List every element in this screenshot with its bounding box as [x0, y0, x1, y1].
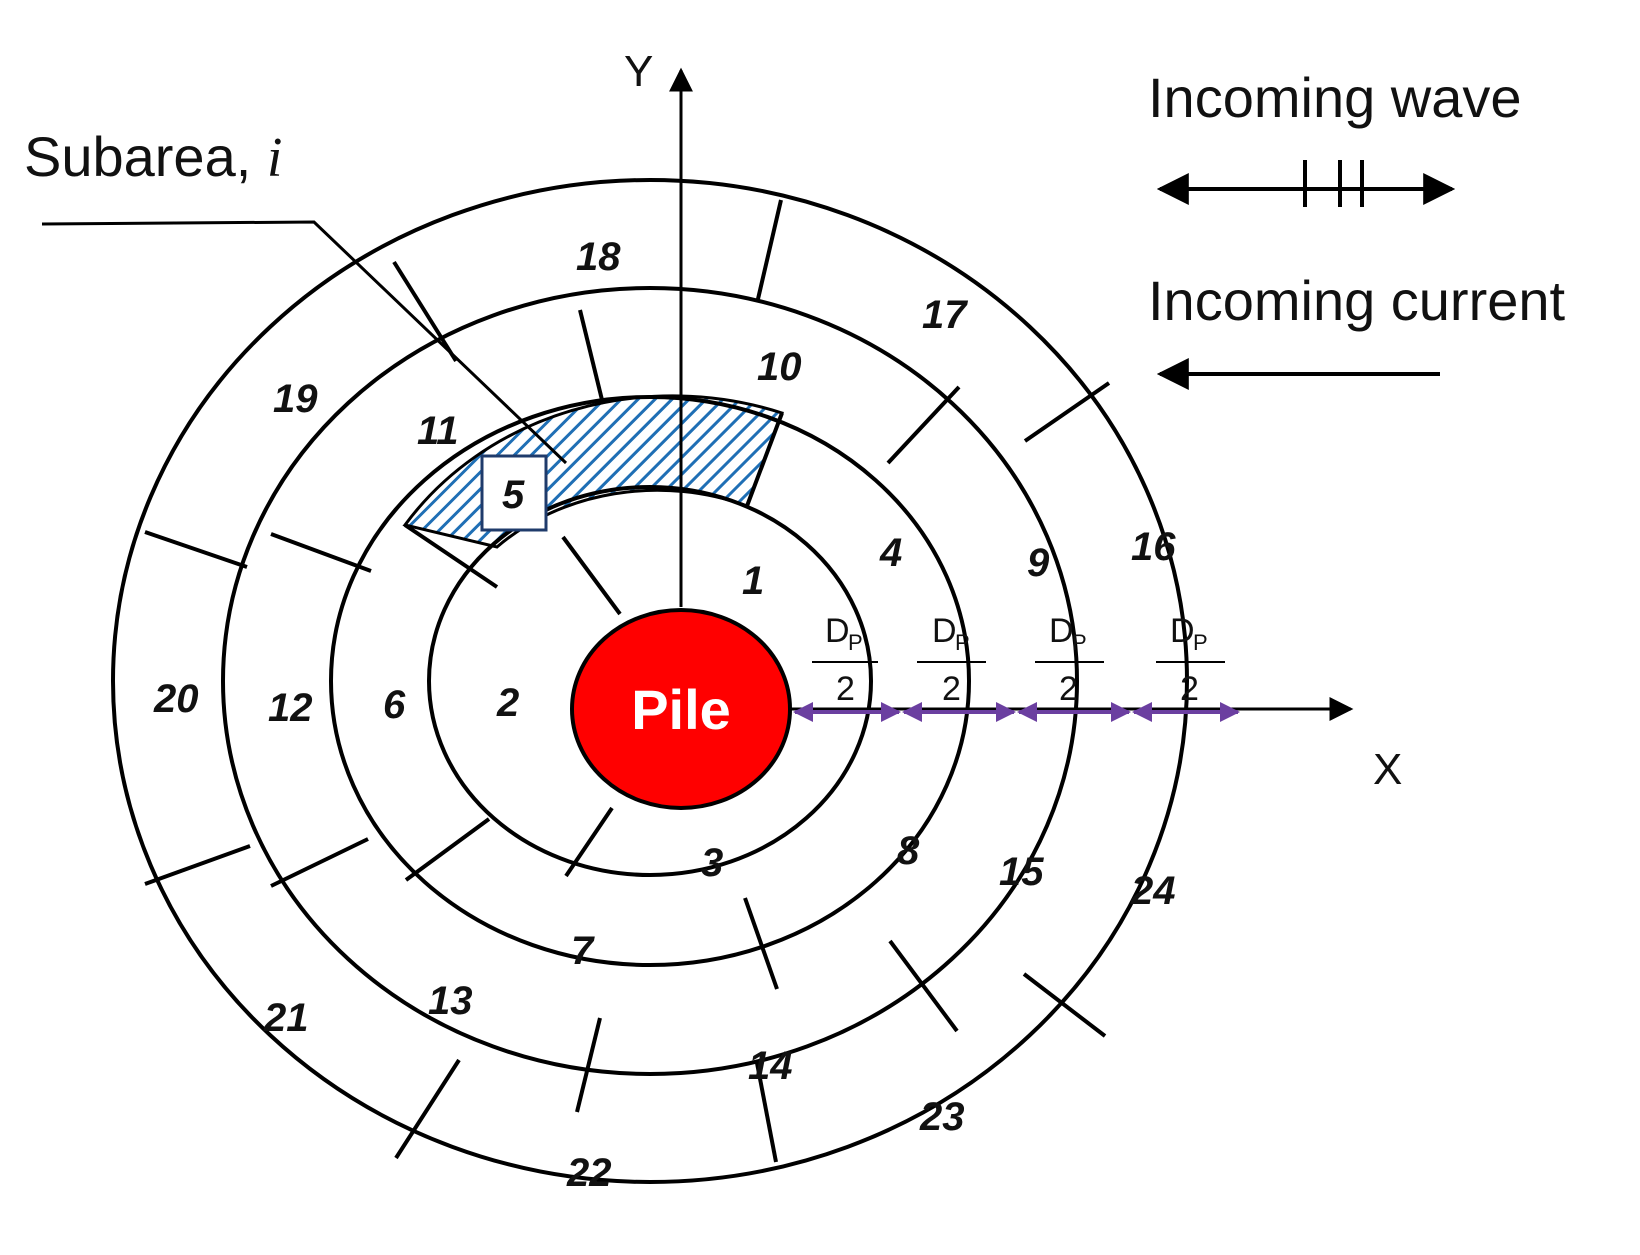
ring-3-outline [221, 286, 1079, 1076]
svg-text:D: D [1170, 612, 1195, 650]
pile-circle [570, 608, 792, 810]
subarea-label-20: 20 [153, 677, 199, 721]
ring-4-outline [111, 178, 1189, 1184]
dimension-label-2: D P 2 [917, 612, 986, 708]
subarea-label-21: 21 [263, 996, 309, 1040]
subarea-callout-label: Subarea, i [24, 125, 282, 189]
svg-text:P: P [955, 630, 970, 655]
subarea-label-7: 7 [571, 929, 595, 973]
incoming-current-label: Incoming current [1148, 269, 1566, 332]
svg-text:2: 2 [1180, 670, 1199, 708]
subarea-label-9: 9 [1027, 541, 1050, 585]
dimension-label-1: D P 2 [812, 612, 878, 708]
pile-label: Pile [631, 678, 731, 741]
incoming-wave-label: Incoming wave [1148, 66, 1522, 129]
subarea-label-15: 15 [999, 850, 1044, 894]
svg-text:D: D [932, 612, 957, 650]
ring-2-outline [329, 395, 971, 967]
subarea-5-hatched [402, 394, 784, 549]
svg-text:2: 2 [1059, 670, 1078, 708]
x-axis-label: X [1373, 745, 1402, 794]
svg-text:P: P [1072, 630, 1087, 655]
svg-text:D: D [1049, 612, 1074, 650]
ring-4-dividers [144, 199, 1111, 1163]
subarea-label-14: 14 [748, 1044, 793, 1088]
ring-2-dividers [403, 412, 784, 990]
subarea-callout-leader [41, 220, 568, 465]
subarea-label-1: 1 [742, 559, 764, 603]
subarea-label-11: 11 [417, 409, 459, 453]
subarea-label-10: 10 [757, 345, 802, 389]
ring-1-dividers [561, 535, 622, 878]
svg-text:P: P [1193, 630, 1208, 655]
subarea-label-22: 22 [566, 1151, 612, 1195]
subarea-label-13: 13 [428, 979, 473, 1023]
svg-text:2: 2 [942, 670, 961, 708]
subarea-label-18: 18 [576, 235, 621, 279]
subarea-label-24: 24 [1130, 869, 1176, 913]
svg-text:D: D [825, 612, 850, 650]
subarea-5-box [480, 454, 548, 532]
y-axis-label: Y [624, 47, 653, 96]
subarea-label-2: 2 [496, 681, 519, 725]
subarea-label-5: 5 [502, 473, 525, 517]
subarea-label-16: 16 [1131, 525, 1176, 569]
subarea-label-4: 4 [879, 531, 902, 575]
ring-3-dividers [270, 309, 961, 1113]
subarea-label-6: 6 [383, 683, 406, 727]
incoming-wave-arrow [1156, 160, 1456, 207]
subarea-label-3: 3 [701, 841, 723, 885]
dimension-label-3: D P 2 [1035, 612, 1104, 708]
subarea-label-12: 12 [268, 686, 313, 730]
subarea-label-19: 19 [273, 377, 318, 421]
subarea-label-23: 23 [919, 1095, 965, 1139]
subarea-label-8: 8 [897, 829, 920, 873]
subarea-label-17: 17 [922, 293, 968, 337]
dimension-label-4: D P 2 [1156, 612, 1225, 708]
svg-text:P: P [848, 630, 863, 655]
ring-1-outline [427, 485, 873, 877]
svg-text:2: 2 [836, 670, 855, 708]
